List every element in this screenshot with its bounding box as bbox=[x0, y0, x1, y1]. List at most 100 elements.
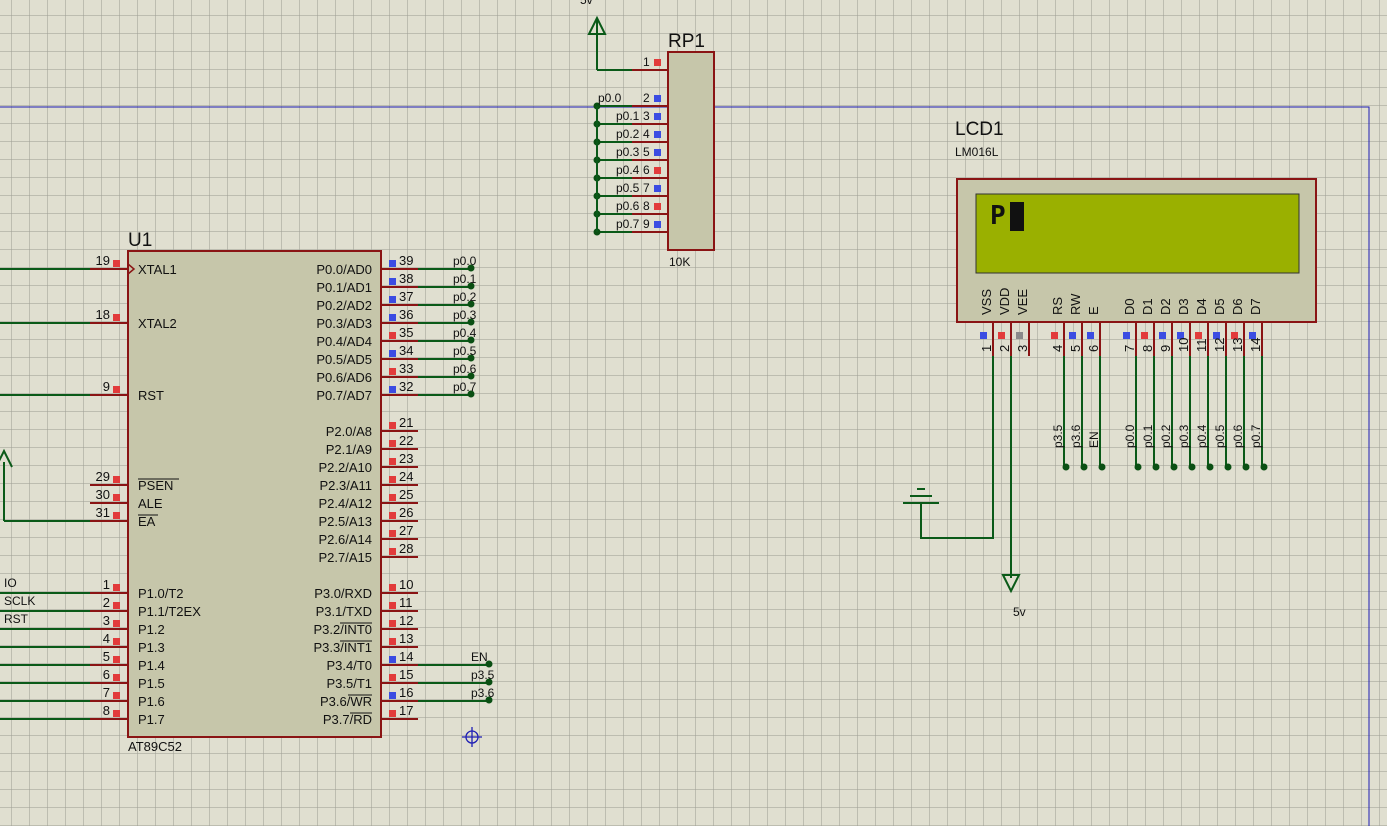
pin-marker bbox=[1177, 332, 1184, 339]
u1-pin-name: XTAL1 bbox=[138, 262, 177, 277]
pin-marker bbox=[389, 512, 396, 519]
power-arrow-icon bbox=[1001, 574, 1021, 594]
pin-marker bbox=[1195, 332, 1202, 339]
rp1-body[interactable] bbox=[667, 51, 715, 251]
pin-marker bbox=[389, 260, 396, 267]
pin-marker bbox=[1051, 332, 1058, 339]
lcd1-net-label: p0.2 bbox=[1159, 424, 1173, 448]
lcd1-pin-number: 11 bbox=[1194, 339, 1209, 353]
u1-pin-number: 9 bbox=[103, 379, 110, 394]
lcd1-net-label: p0.0 bbox=[1123, 424, 1137, 448]
pin-marker bbox=[113, 314, 120, 321]
junction-dot bbox=[485, 678, 493, 686]
u1-pin-name: P0.1/AD1 bbox=[316, 280, 372, 295]
u1-pin-name: P1.6 bbox=[138, 694, 165, 709]
lcd1-component[interactable]: LCD1 LM016L P 1VSS2VDD3VEE4RSp3.55RWp3.6… bbox=[903, 119, 1317, 619]
pin-marker bbox=[389, 368, 396, 375]
lcd1-pin-name: D2 bbox=[1158, 298, 1173, 315]
u1-pin-name: EA bbox=[138, 514, 156, 529]
lcd1-pin-name: VSS bbox=[979, 289, 994, 315]
rp1-supply-label: 5v bbox=[580, 0, 593, 7]
lcd1-net-label: p0.7 bbox=[1249, 424, 1263, 448]
u1-pin-number: 33 bbox=[399, 361, 413, 376]
u1-pin-name: PSEN bbox=[138, 478, 173, 493]
u1-pin-number: 4 bbox=[103, 631, 110, 646]
pin-marker bbox=[113, 476, 120, 483]
u1-pin-name: ALE bbox=[138, 496, 163, 511]
u1-pin-name: P0.3/AD3 bbox=[316, 316, 372, 331]
pin-marker bbox=[998, 332, 1005, 339]
rp1-net-label: p0.0 bbox=[598, 91, 622, 105]
lcd1-net-label: p0.4 bbox=[1195, 424, 1209, 448]
u1-net-label: p0.2 bbox=[453, 290, 477, 304]
rp1-reference: RP1 bbox=[668, 31, 705, 52]
u1-pin-number: 29 bbox=[96, 469, 110, 484]
lcd1-net-label: p0.5 bbox=[1213, 424, 1227, 448]
u1-body[interactable] bbox=[127, 250, 382, 738]
u1-net-label: p0.4 bbox=[453, 326, 477, 340]
u1-pin-name: P1.5 bbox=[138, 676, 165, 691]
rp1-pin-number: 3 bbox=[643, 109, 650, 123]
u1-pin-number: 39 bbox=[399, 253, 413, 268]
u1-pin-name: XTAL2 bbox=[138, 316, 177, 331]
lcd1-net-label: EN bbox=[1087, 431, 1101, 448]
lcd1-pin-name: RS bbox=[1050, 297, 1065, 315]
u1-pin-name: P2.4/A12 bbox=[319, 496, 373, 511]
rp1-component[interactable]: 5v RP1 10K 12p0.03p0.14p0.25p0.36p0.47p0… bbox=[580, 0, 715, 269]
u1-pin-number: 13 bbox=[399, 631, 413, 646]
pin-marker bbox=[113, 620, 120, 627]
lcd1-pin-number: 4 bbox=[1050, 345, 1065, 352]
junction-dot bbox=[1188, 463, 1196, 471]
u1-pin-number: 25 bbox=[399, 487, 413, 502]
power-arrow-icon bbox=[0, 448, 13, 468]
u1-pin-number: 35 bbox=[399, 325, 413, 340]
junction-dot bbox=[467, 264, 475, 272]
junction-dot bbox=[467, 336, 475, 344]
junction-dot bbox=[1134, 463, 1142, 471]
u1-pin-number: 19 bbox=[96, 253, 110, 268]
lcd1-pin-number: 7 bbox=[1122, 345, 1137, 352]
u1-pin-number: 34 bbox=[399, 343, 413, 358]
pin-marker bbox=[654, 59, 661, 66]
rp1-pin-number: 6 bbox=[643, 163, 650, 177]
u1-pin-number: 32 bbox=[399, 379, 413, 394]
u1-component[interactable]: U1 AT89C52 19XTAL118XTAL29RST29PSEN30ALE… bbox=[0, 230, 495, 754]
lcd1-supply-label: 5v bbox=[1013, 605, 1026, 619]
lcd1-screen bbox=[975, 193, 1300, 274]
u1-pin-number: 11 bbox=[399, 595, 413, 610]
u1-pin-number: 31 bbox=[96, 505, 110, 520]
junction-dot bbox=[485, 696, 493, 704]
pin-marker bbox=[389, 602, 396, 609]
pin-marker bbox=[1069, 332, 1076, 339]
pin-marker bbox=[113, 692, 120, 699]
lcd1-pin-name: RW bbox=[1068, 293, 1083, 315]
pin-marker bbox=[389, 278, 396, 285]
u1-pin-number: 27 bbox=[399, 523, 413, 538]
u1-pin-name: P3.5/T1 bbox=[326, 676, 372, 691]
u1-pin-name: P2.3/A11 bbox=[319, 478, 372, 493]
u1-pin-number: 6 bbox=[103, 667, 110, 682]
u1-pin-number: 12 bbox=[399, 613, 413, 628]
u1-pin-name: P1.0/T2 bbox=[138, 586, 184, 601]
u1-pin-number: 37 bbox=[399, 289, 413, 304]
u1-pin-name: P2.5/A13 bbox=[319, 514, 373, 529]
pin-marker bbox=[389, 422, 396, 429]
u1-pin-number: 15 bbox=[399, 667, 413, 682]
u1-pin-number: 24 bbox=[399, 469, 413, 484]
lcd1-pin-name: D6 bbox=[1230, 298, 1245, 315]
u1-net-label: p0.6 bbox=[453, 362, 477, 376]
junction-dot bbox=[467, 390, 475, 398]
u1-net-label: p0.3 bbox=[453, 308, 477, 322]
rp1-pin-number: 5 bbox=[643, 145, 650, 159]
lcd1-pin-name: D0 bbox=[1122, 298, 1137, 315]
pin-marker bbox=[1123, 332, 1130, 339]
u1-net-label: EN bbox=[471, 650, 488, 664]
u1-pin-name: P1.2 bbox=[138, 622, 165, 637]
rp1-pin-number: 8 bbox=[643, 199, 650, 213]
pin-marker bbox=[113, 656, 120, 663]
pin-marker bbox=[654, 185, 661, 192]
u1-net-label: p0.1 bbox=[453, 272, 477, 286]
pin-marker bbox=[1159, 332, 1166, 339]
u1-pin-number: 23 bbox=[399, 451, 413, 466]
